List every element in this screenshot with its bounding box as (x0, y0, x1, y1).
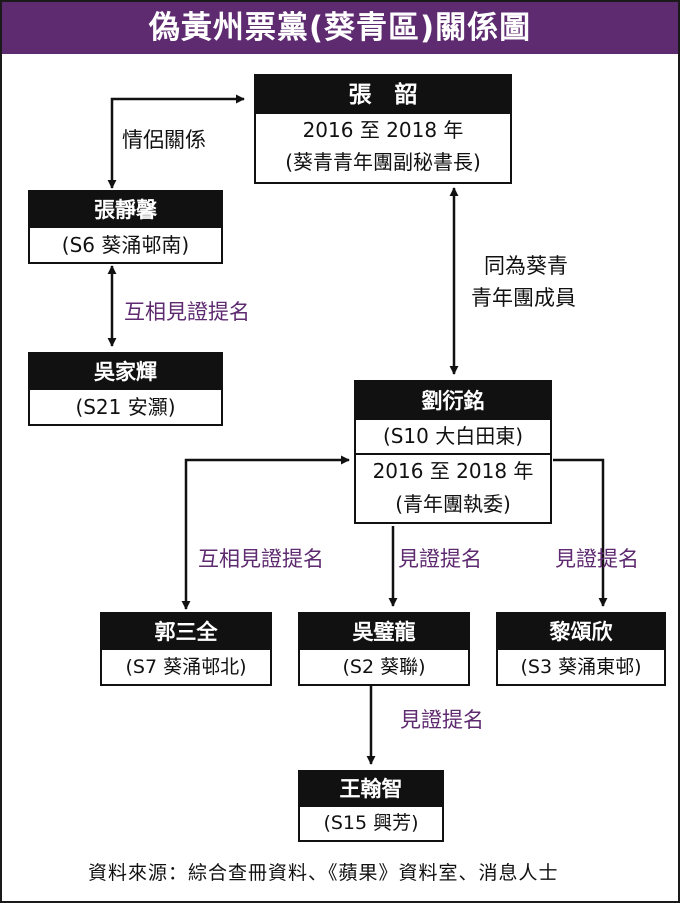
person-detail: (S2 葵聯) (342, 656, 426, 678)
mutual-nomination-connector-2 (181, 455, 350, 610)
relation-label-mutual-nomination-2: 互相見證提名 (198, 547, 324, 571)
person-box-zhang-jingxin: 張靜馨 (S6 葵涌邨南) (28, 190, 223, 264)
person-name: 劉衍銘 (356, 382, 550, 420)
nomination-connector-li-songxin (553, 458, 608, 607)
person-box-guo-sanquan: 郭三全 (S7 葵涌邨北) (100, 612, 272, 686)
person-name: 張靜馨 (30, 192, 221, 228)
relation-label-couple: 情侶關係 (122, 128, 206, 152)
person-detail: (S7 葵涌邨北) (125, 656, 247, 678)
person-name: 張 韶 (256, 76, 510, 114)
person-box-wang-hanzhi: 王翰智 (S15 興芳) (298, 770, 444, 842)
person-role: (青年團執委) (395, 492, 511, 516)
couple-connector (107, 94, 245, 189)
title-bar: 偽黃州票黨(葵青區)關係圖 (2, 2, 678, 54)
person-box-liu-yanming: 劉衍銘 (S10 大白田東) 2016 至 2018 年 (青年團執委) (354, 380, 552, 524)
person-detail: (S6 葵涌邨南) (61, 233, 190, 257)
relation-label-nomination-li-songxin: 見證提名 (555, 547, 639, 571)
relation-label-nomination-wang-hanzhi: 見證提名 (400, 708, 484, 732)
relation-label-nomination-wu-bilong: 見證提名 (398, 547, 482, 571)
person-period: 2016 至 2018 年 (302, 118, 464, 142)
relation-label-same-member-line1: 同為葵青 (484, 254, 568, 278)
person-box-wu-jiahui: 吳家輝 (S21 安灝) (28, 352, 223, 426)
person-name: 王翰智 (300, 772, 442, 807)
person-detail: (S3 葵涌東邨) (520, 656, 642, 678)
relation-label-mutual-nomination-1: 互相見證提名 (124, 300, 250, 324)
person-detail: (S21 安灝) (75, 395, 176, 419)
source-note: 資料來源：綜合查冊資料、《蘋果》資料室、消息人士 (88, 862, 559, 884)
relation-label-same-member-line2: 青年團成員 (471, 286, 576, 310)
person-period: 2016 至 2018 年 (356, 453, 550, 488)
person-box-wu-bilong: 吳璧龍 (S2 葵聯) (298, 612, 470, 686)
person-name: 吳家輝 (30, 354, 221, 390)
person-box-zhang-shao: 張 韶 2016 至 2018 年 (葵青青年團副秘書長) (254, 74, 512, 184)
person-name: 郭三全 (102, 614, 270, 650)
person-role: (葵青青年團副秘書長) (285, 150, 481, 174)
person-name: 吳璧龍 (300, 614, 468, 650)
diagram-title: 偽黃州票黨(葵青區)關係圖 (148, 10, 532, 46)
person-detail: (S15 興芳) (323, 812, 419, 834)
person-box-li-songxin: 黎頌欣 (S3 葵涌東邨) (496, 612, 666, 686)
person-detail: (S10 大白田東) (382, 424, 524, 448)
person-name: 黎頌欣 (498, 614, 664, 650)
